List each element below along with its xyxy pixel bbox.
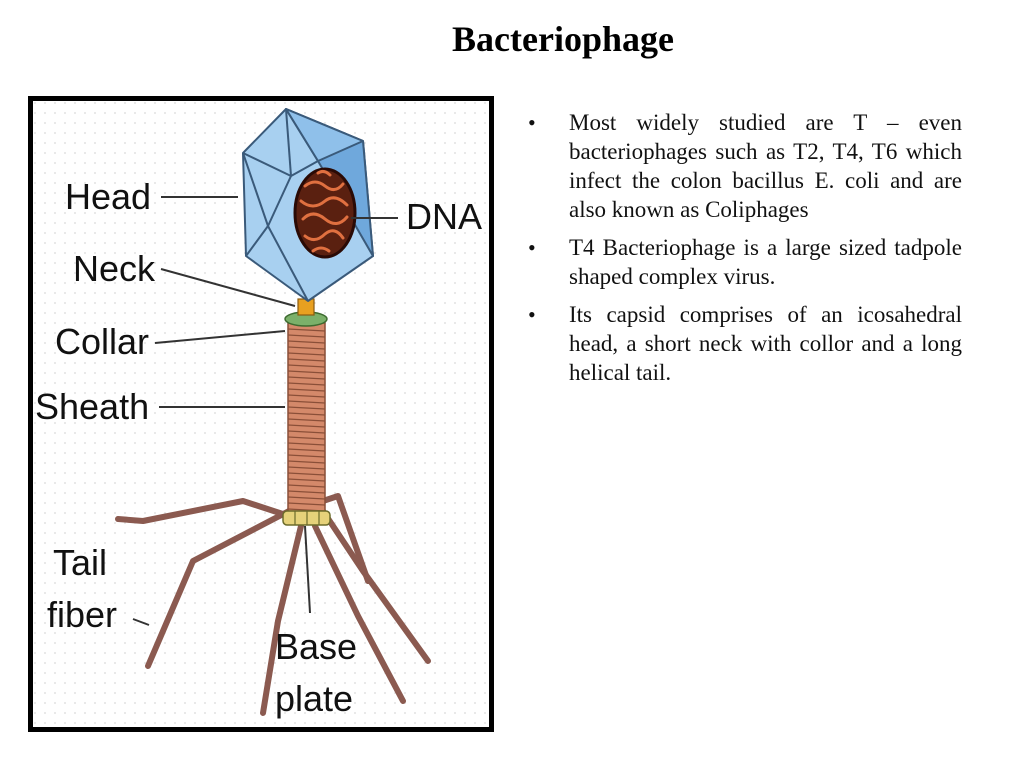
label-base-plate-1: Base bbox=[275, 626, 357, 667]
sheath-ring bbox=[287, 478, 326, 482]
base-plate bbox=[282, 510, 331, 526]
sheath-ring bbox=[287, 460, 326, 464]
bacteriophage-diagram: Head DNA Neck Collar Sheath Tail fiber B… bbox=[28, 96, 494, 732]
slide-title: Bacteriophage bbox=[452, 19, 674, 59]
diagram-svg: Head DNA Neck Collar Sheath Tail fiber B… bbox=[33, 101, 489, 727]
bullet-list: • Most widely studied are T – even bacte… bbox=[528, 108, 962, 396]
bullet-item: • Most widely studied are T – even bacte… bbox=[528, 108, 962, 224]
sheath-ring bbox=[287, 424, 326, 428]
sheath-ring bbox=[287, 412, 326, 416]
sheath-ring bbox=[287, 496, 326, 500]
sheath-ring bbox=[287, 352, 326, 356]
bullet-text: T4 Bacteriophage is a large sized tadpol… bbox=[569, 235, 962, 289]
sheath-ring bbox=[287, 334, 326, 338]
sheath-ring bbox=[287, 406, 326, 410]
sheath-ring bbox=[287, 430, 326, 434]
label-tail-fiber-2: fiber bbox=[47, 594, 117, 635]
sheath-ring bbox=[287, 394, 326, 398]
sheath-ring bbox=[287, 466, 326, 470]
bullet-text: Most widely studied are T – even bacteri… bbox=[569, 110, 962, 222]
sheath-ring bbox=[287, 346, 326, 350]
sheath-ring bbox=[287, 418, 326, 422]
tail-fiber-center-right bbox=[312, 523, 406, 704]
sheath-ring bbox=[287, 400, 326, 404]
label-base-plate-2: plate bbox=[275, 678, 353, 719]
bullet-item: • Its capsid comprises of an icosahedral… bbox=[528, 300, 962, 387]
dna bbox=[293, 167, 357, 259]
sheath-ring bbox=[287, 472, 326, 476]
label-neck: Neck bbox=[73, 248, 156, 289]
label-head: Head bbox=[65, 176, 151, 217]
sheath-ring bbox=[287, 388, 326, 392]
sheath-ring bbox=[287, 382, 326, 386]
neck bbox=[297, 298, 315, 316]
label-pointers bbox=[132, 196, 398, 626]
sheath-ring bbox=[287, 502, 326, 506]
tail-fiber-left-1 bbox=[145, 508, 292, 669]
label-collar: Collar bbox=[55, 321, 149, 362]
tail-fiber-right-2 bbox=[320, 493, 371, 584]
sheath-ring bbox=[287, 484, 326, 488]
sheath-ring bbox=[287, 340, 326, 344]
sheath-ring bbox=[287, 448, 326, 452]
tail-fibers bbox=[115, 493, 431, 716]
label-dna: DNA bbox=[406, 196, 482, 237]
sheath-ring bbox=[287, 358, 326, 362]
sheath bbox=[287, 322, 326, 514]
sheath-ring bbox=[287, 376, 326, 380]
sheath-ring bbox=[287, 364, 326, 368]
label-sheath: Sheath bbox=[35, 386, 149, 427]
tail-fiber-left-2 bbox=[115, 498, 292, 524]
bullet-dot: • bbox=[528, 110, 536, 135]
sheath-ring bbox=[287, 454, 326, 458]
tail-fiber-center-left bbox=[260, 523, 304, 716]
sheath-ring bbox=[287, 436, 326, 440]
sheath-ring bbox=[287, 328, 326, 332]
bullet-dot: • bbox=[528, 302, 536, 327]
label-tail-fiber-1: Tail bbox=[53, 542, 107, 583]
bullet-text: Its capsid comprises of an icosahedral h… bbox=[569, 302, 962, 385]
sheath-ring bbox=[287, 370, 326, 374]
bullet-item: • T4 Bacteriophage is a large sized tadp… bbox=[528, 233, 962, 291]
sheath-ring bbox=[287, 442, 326, 446]
bullet-dot: • bbox=[528, 235, 536, 260]
sheath-ring bbox=[287, 490, 326, 494]
